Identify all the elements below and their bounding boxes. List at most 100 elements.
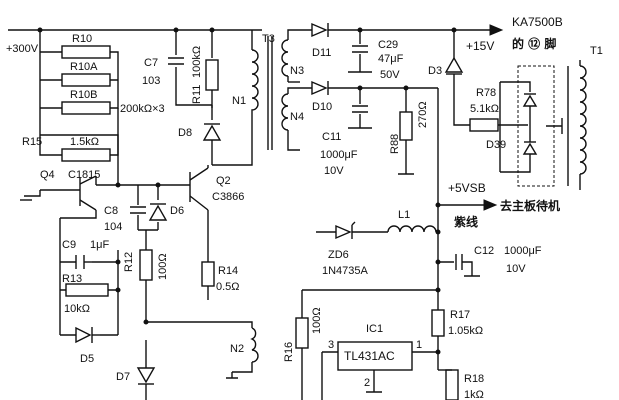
primary-components	[61, 36, 273, 385]
d11-diode	[311, 22, 329, 38]
r12-resistor	[139, 249, 153, 281]
secondary-wiring	[281, 22, 587, 400]
d7-diode	[136, 367, 156, 385]
r17-value-label: 1.05kΩ	[448, 325, 483, 337]
r15-value-label: 1.5kΩ	[70, 136, 99, 148]
c12-voltage-label: 10V	[506, 263, 526, 275]
l1-label: L1	[398, 209, 410, 221]
ic1-label: IC1	[366, 323, 383, 335]
c29-label: C29	[378, 39, 398, 51]
d39-diode-top	[522, 93, 538, 107]
r15-resistor	[61, 148, 111, 162]
r10a-resistor	[61, 73, 111, 87]
primary-wiring	[8, 27, 262, 400]
d6-diode	[148, 203, 168, 221]
ic-pin3-label: 3	[328, 339, 334, 351]
n4-winding	[281, 93, 289, 131]
d39-diode-bottom	[522, 141, 538, 155]
d10-label: D10	[312, 101, 332, 113]
c9-capacitor	[75, 255, 92, 269]
n2-winding	[250, 327, 259, 363]
n3-winding	[281, 39, 289, 77]
r16-label: R16	[283, 342, 295, 362]
c7-value-label: 103	[142, 75, 160, 87]
supply-label: +300V	[6, 43, 39, 55]
c9-value-label: 1μF	[90, 239, 109, 251]
zd6-diode	[335, 221, 356, 240]
r10-resistor	[61, 45, 111, 59]
ic-pin1-label: 1	[416, 339, 422, 351]
n2-label: N2	[230, 343, 244, 355]
zd6-label: ZD6	[328, 249, 349, 261]
d5-diode	[75, 326, 100, 344]
r88-value-label: 270Ω	[417, 101, 429, 128]
purple-wire-label: 紫线	[454, 214, 478, 229]
to-mainboard-label: 去主板待机	[500, 198, 560, 213]
n1-label: N1	[232, 95, 246, 107]
r10-value-label: 200kΩ×3	[120, 103, 165, 115]
r78-value-label: 5.1kΩ	[470, 103, 499, 115]
c8-label: C8	[104, 205, 118, 217]
n3-label: N3	[290, 65, 304, 77]
c29-voltage-label: 50V	[380, 69, 400, 81]
r78-label: R78	[476, 87, 496, 99]
r78-resistor	[469, 118, 499, 132]
ka-pin-label: 的 ⑫ 脚	[512, 36, 556, 51]
d8-diode	[202, 123, 222, 141]
ic-pin2-label: 2	[364, 377, 370, 389]
r88-resistor	[399, 111, 413, 141]
c8-value-label: 104	[104, 221, 122, 233]
r13-label: R13	[62, 273, 82, 285]
r14-value-label: 0.5Ω	[216, 281, 240, 293]
c11-voltage-label: 10V	[324, 165, 344, 177]
ic1-tl431	[337, 341, 413, 371]
r18-resistor	[445, 369, 459, 400]
r10b-label: R10B	[70, 89, 98, 101]
r17-resistor	[431, 309, 445, 337]
n1-winding	[251, 49, 259, 140]
c9-label: C9	[62, 239, 76, 251]
q2-part-label: C3866	[212, 191, 244, 203]
r17-label: R17	[450, 309, 470, 321]
r18-label: R18	[464, 373, 484, 385]
r10a-label: R10A	[70, 61, 98, 73]
q4-label: Q4	[40, 169, 55, 181]
r13-resistor	[65, 283, 109, 297]
q4-part-label: C1815	[68, 169, 100, 181]
r14-resistor	[201, 261, 215, 287]
plus5vsb-label: +5VSB	[448, 181, 486, 195]
r16-resistor	[295, 317, 309, 349]
ka-chip-label: KA7500B	[512, 15, 563, 29]
r14-label: R14	[218, 265, 238, 277]
r12-label: R12	[123, 252, 135, 272]
plus15-label: +15V	[466, 39, 494, 53]
r12-value-label: 100Ω	[157, 253, 169, 280]
labels: +300V R10 R10A R10B 200kΩ×3 R15 1.5kΩ Q4…	[6, 15, 603, 400]
c29-value-label: 47μF	[378, 53, 404, 65]
d11-label: D11	[312, 47, 331, 59]
r11-resistor	[205, 59, 219, 91]
d5-label: D5	[80, 353, 94, 365]
c11-label: C11	[322, 131, 341, 143]
c12-label: C12	[474, 245, 494, 257]
q2-label: Q2	[216, 175, 231, 187]
d3-diode	[444, 56, 464, 75]
r11-value-label: 100kΩ	[191, 46, 203, 78]
zd6-part-label: 1N4735A	[322, 265, 369, 277]
r10-label: R10	[72, 33, 92, 45]
l1-inductor	[387, 225, 437, 233]
c12-value-label: 1000μF	[504, 245, 542, 257]
r18-value-label: 1kΩ	[464, 389, 484, 400]
d39-label: D39	[486, 139, 506, 151]
n4-label: N4	[290, 111, 304, 123]
d10-diode	[311, 80, 329, 96]
t1-winding	[579, 65, 587, 175]
r16-value-label: 100Ω	[311, 307, 323, 334]
d3-label: D3	[428, 65, 442, 77]
r11-label: R11	[191, 85, 203, 104]
r10b-resistor	[61, 101, 111, 115]
c11-value-label: 1000μF	[320, 149, 358, 161]
d8-label: D8	[178, 127, 192, 139]
ic1-part-label: TL431AC	[344, 349, 395, 363]
